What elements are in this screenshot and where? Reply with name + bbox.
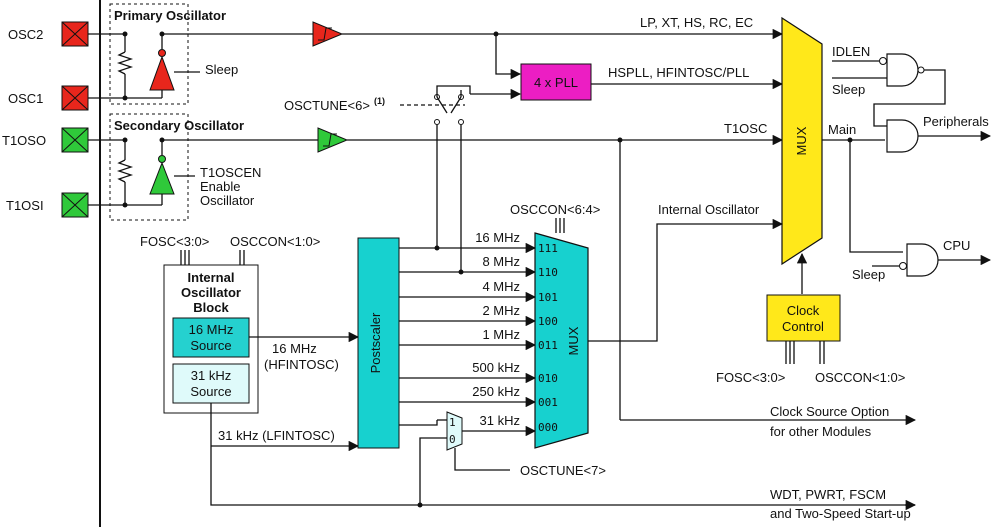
hfintosc-label: 16 MHz bbox=[272, 341, 317, 356]
osc-modes-label: LP, XT, HS, RC, EC bbox=[640, 15, 753, 30]
freq-line bbox=[399, 420, 438, 426]
secondary-schmitt-buffer bbox=[317, 127, 349, 153]
output-logic: Main IDLEN Sleep Peripherals Sleep CPU bbox=[822, 44, 992, 282]
main-label: Main bbox=[828, 122, 856, 137]
pin-osc1: OSC1 bbox=[8, 85, 89, 111]
wdt-label-2: and Two-Speed Start-up bbox=[770, 506, 911, 521]
cpu-nand-gate bbox=[906, 243, 939, 277]
frequency-label: 16 MHz bbox=[475, 230, 520, 245]
pin-t1oso: T1OSO bbox=[2, 127, 89, 153]
idlen-nand-gate bbox=[886, 53, 919, 87]
frequency-label: 8 MHz bbox=[482, 254, 520, 269]
pin-t1osi: T1OSI bbox=[6, 192, 89, 218]
main-mux: MUX bbox=[781, 16, 823, 294]
pin-t1oso-label: T1OSO bbox=[2, 133, 46, 148]
frequency-label: 250 kHz bbox=[472, 384, 520, 399]
clock-source-option-label: Clock Source Option bbox=[770, 404, 889, 419]
secondary-amp-symbol bbox=[149, 161, 175, 195]
source-31khz bbox=[172, 363, 250, 404]
peripherals-and-gate bbox=[886, 119, 919, 153]
mux-code-label: 001 bbox=[538, 396, 558, 409]
secondary-oscillator-title: Secondary Oscillator bbox=[114, 118, 244, 133]
t1oscen-oscillator-label: Oscillator bbox=[200, 193, 255, 208]
clock-source-option-label-2: for other Modules bbox=[770, 424, 872, 439]
pin-t1osi-label: T1OSI bbox=[6, 198, 44, 213]
primary-oscillator-title: Primary Oscillator bbox=[114, 8, 226, 23]
mux-code-label: 010 bbox=[538, 372, 558, 385]
mux-code-label: 101 bbox=[538, 291, 558, 304]
frequency-label: 31 kHz bbox=[480, 413, 520, 428]
main-mux-label: MUX bbox=[794, 126, 809, 155]
hspll-label: HSPLL, HFINTOSC/PLL bbox=[608, 65, 749, 80]
internal-block-title-3: Block bbox=[193, 300, 229, 315]
primary-amp-symbol bbox=[149, 55, 175, 91]
frequency-label: 500 kHz bbox=[472, 360, 520, 375]
pll-block: 4 x PLL HSPLL, HFINTOSC/PLL bbox=[470, 63, 784, 101]
postscaler-label: Postscaler bbox=[368, 312, 383, 373]
internal-block-title: Internal bbox=[188, 270, 235, 285]
fosc30-b-label: FOSC<3:0> bbox=[716, 370, 785, 385]
mux-code-label: 110 bbox=[538, 266, 558, 279]
osctune6-note: (1) bbox=[374, 96, 385, 106]
osccon10-b-label: OSCCON<1:0> bbox=[815, 370, 905, 385]
peripherals-label: Peripherals bbox=[923, 114, 989, 129]
osccon10-label: OSCCON<1:0> bbox=[230, 234, 320, 249]
clock-control-label-2: Control bbox=[782, 319, 824, 334]
primary-oscillator-circuit: Sleep bbox=[88, 31, 238, 101]
lfintosc-label: 31 kHz (LFINTOSC) bbox=[218, 428, 335, 443]
source-16mhz-label-2: Source bbox=[190, 338, 231, 353]
secondary-oscillator-circuit: T1OSCEN Enable Oscillator bbox=[88, 137, 261, 208]
mux-code-label: 000 bbox=[538, 421, 558, 434]
lf-selector-mux: 1 0 OSCTUNE<7> bbox=[437, 411, 606, 478]
idlen-label: IDLEN bbox=[832, 44, 870, 59]
secondary-oscillator-box bbox=[109, 113, 189, 221]
mux-code-label: 111 bbox=[538, 242, 558, 255]
internal-mux-label: MUX bbox=[566, 326, 581, 355]
secondary-signal-path: T1OSC Clock Source Option for other Modu… bbox=[162, 121, 917, 439]
primary-oscillator-box bbox=[109, 3, 189, 105]
osctune7-label: OSCTUNE<7> bbox=[520, 463, 606, 478]
fosc30-label: FOSC<3:0> bbox=[140, 234, 209, 249]
sleep2-label: Sleep bbox=[832, 82, 865, 97]
clock-control-label: Clock bbox=[787, 303, 820, 318]
primary-schmitt-buffer bbox=[312, 21, 344, 47]
mux-code-label: 100 bbox=[538, 315, 558, 328]
source-31khz-label: 31 kHz bbox=[191, 368, 231, 383]
pll-label: 4 x PLL bbox=[534, 75, 578, 90]
source-16mhz bbox=[172, 317, 250, 358]
osccon64-label: OSCCON<6:4> bbox=[510, 202, 600, 217]
frequency-lines: 16 MHz 8 MHz 4 MHz 2 MHz 1 MHz 500 kHz 250 kHz… bbox=[399, 230, 537, 428]
selector-1-label: 1 bbox=[449, 416, 456, 429]
frequency-label: 4 MHz bbox=[482, 279, 520, 294]
internal-block-title-2: Oscillator bbox=[181, 285, 241, 300]
frequency-label: 1 MHz bbox=[482, 327, 520, 342]
sleep3-label: Sleep bbox=[852, 267, 885, 282]
t1oscen-label: T1OSCEN bbox=[200, 165, 261, 180]
mux-code-label: 011 bbox=[538, 339, 558, 352]
postscaler-block: Postscaler bbox=[357, 237, 400, 449]
pin-osc2: OSC2 bbox=[8, 21, 89, 47]
internal-oscillator-block: FOSC<3:0> OSCCON<1:0> Internal Oscillato… bbox=[140, 234, 917, 521]
hfintosc-label-2: (HFINTOSC) bbox=[264, 357, 339, 372]
primary-signal-path: LP, XT, HS, RC, EC bbox=[162, 15, 784, 80]
internal-oscillator-label: Internal Oscillator bbox=[658, 202, 760, 217]
source-31khz-label-2: Source bbox=[190, 384, 231, 399]
frequency-label: 2 MHz bbox=[482, 303, 520, 318]
pin-osc2-label: OSC2 bbox=[8, 27, 43, 42]
sleep-label: Sleep bbox=[205, 62, 238, 77]
pin-osc1-label: OSC1 bbox=[8, 91, 43, 106]
wdt-label: WDT, PWRT, FSCM bbox=[770, 487, 886, 502]
cpu-label: CPU bbox=[943, 238, 970, 253]
clock-control-block: Clock Control FOSC<3:0> OSCCON<1:0> bbox=[716, 294, 905, 385]
source-16mhz-label: 16 MHz bbox=[189, 322, 234, 337]
t1osc-label: T1OSC bbox=[724, 121, 767, 136]
internal-mux: OSCCON<6:4> MUX 111 110 101 100 011 010 001 000… bbox=[510, 202, 784, 449]
selector-0-label: 0 bbox=[449, 433, 456, 446]
t1oscen-enable-label: Enable bbox=[200, 179, 240, 194]
osctune6-label: OSCTUNE<6> bbox=[284, 98, 370, 113]
